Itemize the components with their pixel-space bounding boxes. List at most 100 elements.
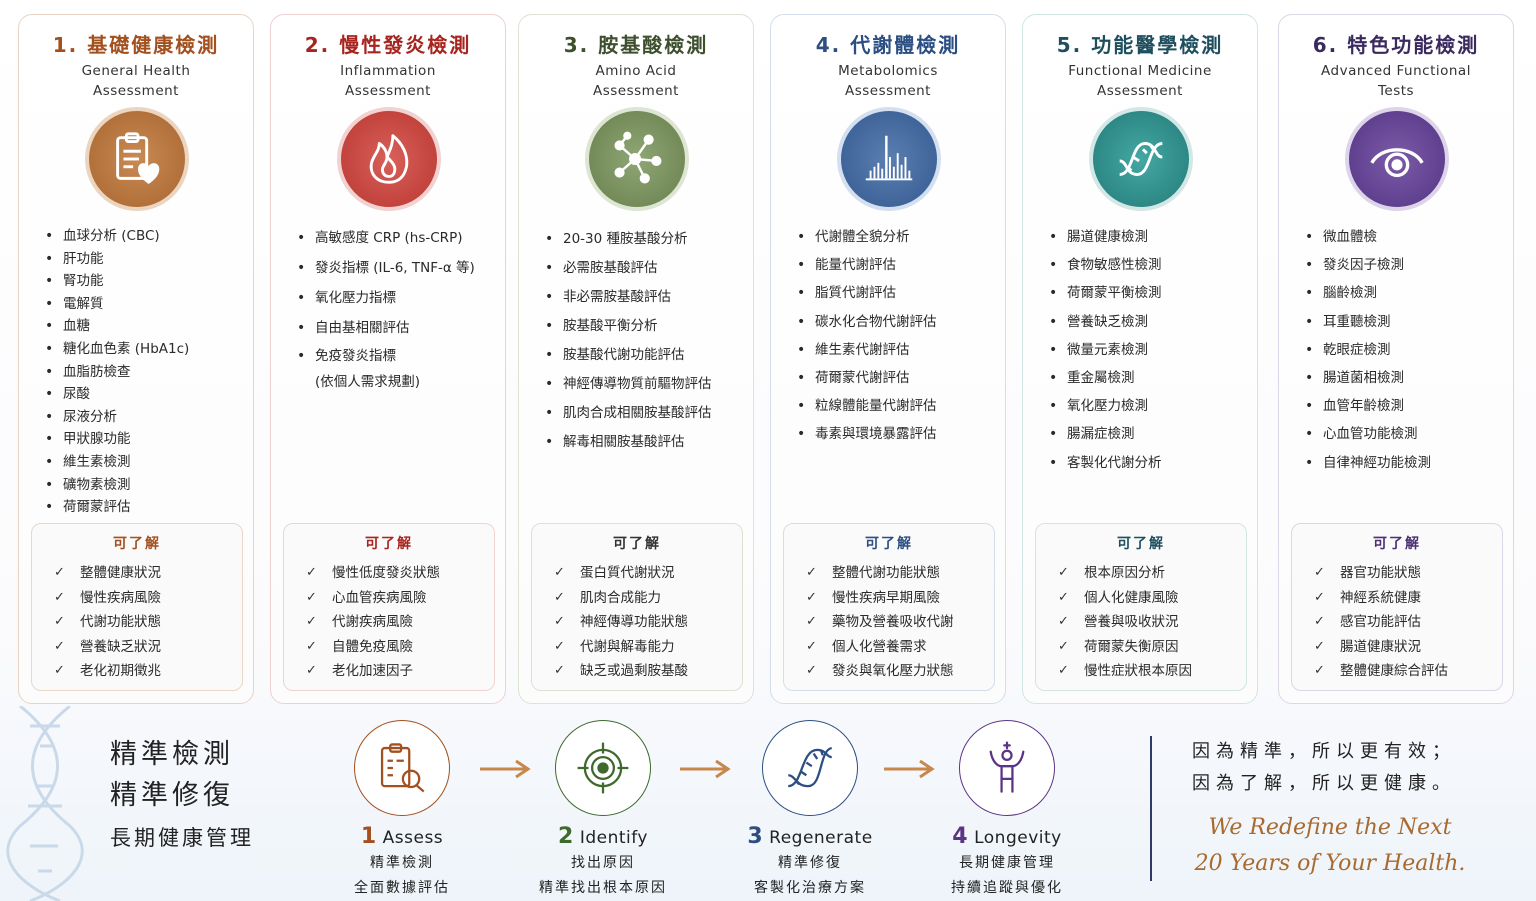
test-list: 腸道健康檢測 食物敏感性檢測 荷爾蒙平衡檢測 營養缺乏檢測 微量元素檢測 重金屬… <box>1049 223 1249 477</box>
list-item: 維生素代謝評估 <box>797 336 997 364</box>
list-item: 礦物素檢測 <box>45 474 245 497</box>
list-item: 耳重聽檢測 <box>1305 308 1505 336</box>
list-item: 必需胺基酸評估 <box>545 254 745 283</box>
list-item: 微量元素檢測 <box>1049 336 1249 364</box>
list-item: 高敏感度 CRP (hs-CRP) <box>297 223 497 253</box>
list-item: 血糖 <box>45 315 245 338</box>
list-item: 解毒相關胺基酸評估 <box>545 428 745 457</box>
list-item: 肌肉合成相關胺基酸評估 <box>545 399 745 428</box>
card-title: 3. 胺基酸檢測 <box>563 33 709 57</box>
step-line1: 精準修復 <box>778 855 842 871</box>
list-item: 代謝體全貌分析 <box>797 223 997 251</box>
list-item: 個人化營養需求 <box>806 635 994 660</box>
tagline-line: 20 Years of Your Health. <box>1194 851 1466 876</box>
know-title: 可了解 <box>613 536 661 552</box>
list-item: 胺基酸平衡分析 <box>545 312 745 341</box>
list-item: 感官功能評估 <box>1314 610 1502 635</box>
card-inflammation: 2. 慢性發炎檢測 Inflammation Assessment 高敏感度 C… <box>270 14 506 704</box>
list-item: 粒線體能量代謝評估 <box>797 392 997 420</box>
card-title: 1. 基礎健康檢測 <box>52 33 220 57</box>
list-item: 非必需胺基酸評估 <box>545 283 745 312</box>
list-item: 荷爾蒙失衡原因 <box>1058 635 1246 660</box>
list-item: 神經傳導物質前驅物評估 <box>545 370 745 399</box>
list-item: 神經傳導功能狀態 <box>554 610 742 635</box>
list-item: 免疫發炎指標 (依個人需求規劃) <box>297 343 497 395</box>
card-amino-acid: 3. 胺基酸檢測 Amino Acid Assessment 20-30 種胺基… <box>518 14 754 704</box>
card-metabolomics: 4. 代謝體檢測 Metabolomics Assessment 代謝體全貌分析… <box>770 14 1006 704</box>
list-item: 乾眼症檢測 <box>1305 336 1505 364</box>
eye-icon <box>1345 107 1449 211</box>
know-title: 可了解 <box>113 536 161 552</box>
list-item: 客製化代謝分析 <box>1049 449 1249 477</box>
target-icon <box>555 720 651 816</box>
step-line1: 長期健康管理 <box>959 855 1055 871</box>
list-item: 心血管疾病風險 <box>306 586 494 611</box>
step-line2: 客製化治療方案 <box>754 880 866 896</box>
list-item: 腸道菌相檢測 <box>1305 364 1505 392</box>
list-item: 個人化健康風險 <box>1058 586 1246 611</box>
dna-background-icon <box>6 706 84 901</box>
list-item: 荷爾蒙平衡檢測 <box>1049 279 1249 307</box>
list-item: 缺乏或過剩胺基酸 <box>554 659 742 684</box>
divider <box>1150 736 1152 881</box>
person-vitality-icon <box>959 720 1055 816</box>
know-title: 可了解 <box>1373 536 1421 552</box>
list-item: 尿液分析 <box>45 406 245 429</box>
list-item: 根本原因分析 <box>1058 561 1246 586</box>
list-item: 老化加速因子 <box>306 659 494 684</box>
motto-line: 因為精準，所以更有效； <box>1192 741 1456 762</box>
list-item: 氧化壓力指標 <box>297 283 497 313</box>
motto-line: 因為了解，所以更健康。 <box>1192 773 1456 794</box>
list-item: 代謝功能狀態 <box>54 610 242 635</box>
test-list: 血球分析 (CBC) 肝功能 腎功能 電解質 血糖 糖化血色素 (HbA1c) … <box>45 225 245 519</box>
know-box: 可了解 根本原因分析 個人化健康風險 營養與吸收狀況 荷爾蒙失衡原因 慢性症狀根… <box>1035 523 1247 691</box>
list-item: 甲狀腺功能 <box>45 428 245 451</box>
step-number: 4 <box>952 824 969 849</box>
list-item: 能量代謝評估 <box>797 251 997 279</box>
card-subtitle: Metabolomics Assessment <box>838 63 938 99</box>
list-item: 藥物及營養吸收代謝 <box>806 610 994 635</box>
list-item: 整體代謝功能狀態 <box>806 561 994 586</box>
list-item: 肝功能 <box>45 248 245 271</box>
list-item: 維生素檢測 <box>45 451 245 474</box>
list-item: 慢性疾病風險 <box>54 586 242 611</box>
slogan: 精準檢測 精準修復 長期健康管理 <box>110 734 254 859</box>
know-box: 可了解 器官功能狀態 神經系統健康 感官功能評估 腸道健康狀況 整體健康綜合評估 <box>1291 523 1503 691</box>
arrow-right-icon <box>884 759 935 779</box>
slogan-line: 長期健康管理 <box>110 826 254 850</box>
list-item: 整體健康狀況 <box>54 561 242 586</box>
test-list: 微血體檢 發炎因子檢測 腦齡檢測 耳重聽檢測 乾眼症檢測 腸道菌相檢測 血管年齡… <box>1305 223 1505 477</box>
know-box: 可了解 整體代謝功能狀態 慢性疾病早期風險 藥物及營養吸收代謝 個人化營養需求 … <box>783 523 995 691</box>
card-title: 6. 特色功能檢測 <box>1312 33 1480 57</box>
list-item: 重金屬檢測 <box>1049 364 1249 392</box>
step-line2: 持續追蹤與優化 <box>951 880 1063 896</box>
list-item: 血管年齡檢測 <box>1305 392 1505 420</box>
test-list: 代謝體全貌分析 能量代謝評估 脂質代謝評估 碳水化合物代謝評估 維生素代謝評估 … <box>797 223 997 449</box>
step-line1: 找出原因 <box>571 855 635 871</box>
list-item: 代謝疾病風險 <box>306 610 494 635</box>
list-item: 代謝與解毒能力 <box>554 635 742 660</box>
card-subtitle: Advanced Functional Tests <box>1321 63 1471 99</box>
card-subtitle: Amino Acid Assessment <box>593 63 679 99</box>
know-box: 可了解 慢性低度發炎狀態 心血管疾病風險 代謝疾病風險 自體免疫風險 老化加速因… <box>283 523 495 691</box>
step-line2: 精準找出根本原因 <box>539 880 667 896</box>
list-item: 腎功能 <box>45 270 245 293</box>
list-item: 血脂肪檢查 <box>45 361 245 384</box>
list-item: 糖化血色素 (HbA1c) <box>45 338 245 361</box>
card-title: 2. 慢性發炎檢測 <box>304 33 472 57</box>
know-box: 可了解 蛋白質代謝狀況 肌肉合成能力 神經傳導功能狀態 代謝與解毒能力 缺乏或過… <box>531 523 743 691</box>
card-title: 4. 代謝體檢測 <box>815 33 961 57</box>
list-item: 整體健康綜合評估 <box>1314 659 1502 684</box>
clipboard-heart-icon <box>85 107 189 211</box>
list-item: 腸漏症檢測 <box>1049 420 1249 448</box>
list-item: 自體免疫風險 <box>306 635 494 660</box>
list-item: 荷爾蒙評估 <box>45 496 245 519</box>
step-number: 3 <box>747 824 764 849</box>
slogan-line: 精準檢測 <box>110 739 234 770</box>
list-item: 毒素與環境暴露評估 <box>797 420 997 448</box>
